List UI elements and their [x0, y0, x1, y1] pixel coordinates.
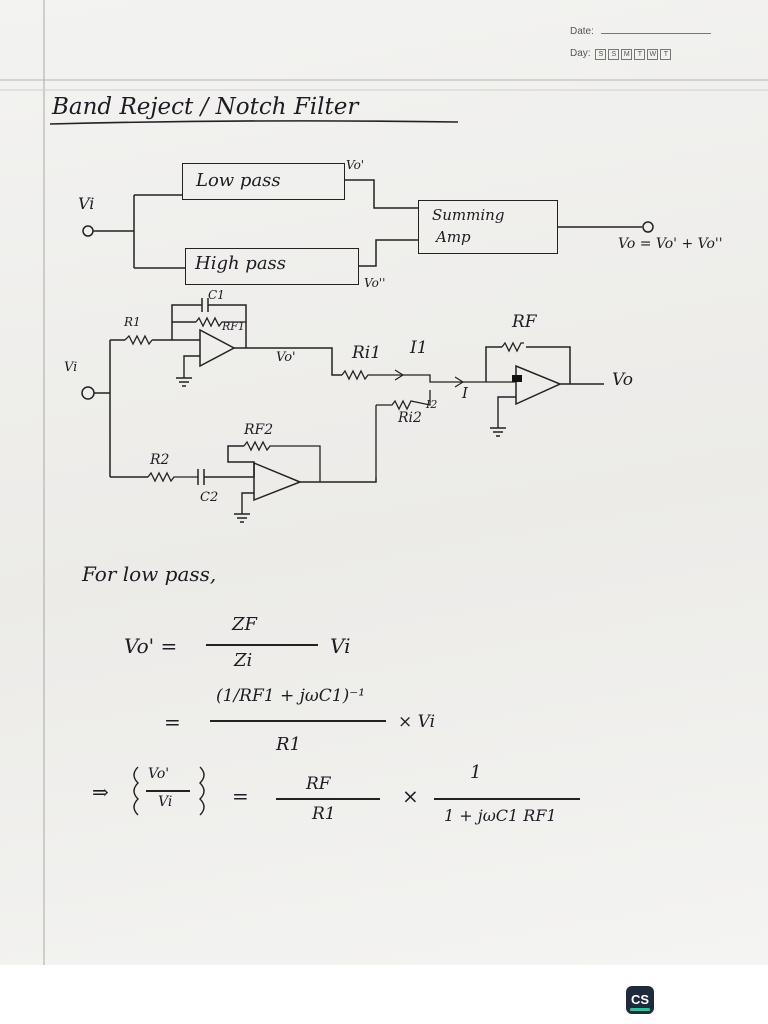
date-label: Date:: [570, 26, 594, 37]
r1-label: R1: [124, 315, 141, 329]
low-pass-label: Low pass: [196, 170, 281, 191]
eq2-tail: × Vi: [398, 712, 436, 732]
circuit-input-label: Vi: [64, 360, 78, 375]
eq2-denominator: R1: [276, 734, 302, 755]
page-title: Band Reject / Notch Filter: [52, 94, 359, 120]
day-box: T: [634, 49, 646, 60]
high-pass-label: High pass: [195, 253, 287, 274]
low-pass-output-label: Vo': [346, 158, 365, 172]
rf2-label: RF2: [244, 422, 274, 438]
i2-label: I2: [426, 398, 438, 411]
ri2-label: Ri2: [398, 410, 422, 426]
vo-output-label: Vo: [612, 370, 633, 390]
eq3-lhs-numerator: Vo': [148, 766, 170, 782]
day-box: W: [647, 49, 659, 60]
eq1-lhs: Vo' =: [124, 634, 178, 658]
page-rules: [0, 0, 768, 965]
eq2-numerator: (1/RF1 + jωC1)⁻¹: [216, 686, 366, 706]
date-field: Date:: [570, 26, 711, 37]
high-pass-block: [185, 248, 359, 285]
eq3-numerator-1: RF: [306, 774, 331, 794]
current-i-label: I: [462, 384, 468, 402]
day-box: T: [660, 49, 672, 60]
eq1-denominator: Zi: [234, 650, 253, 671]
eq3-denominator-2: 1 + jωC1 RF1: [444, 806, 557, 825]
c1-label: C1: [208, 288, 225, 302]
c2-label: C2: [200, 490, 219, 505]
derivation-heading: For low pass,: [82, 562, 217, 586]
date-blank-line: [600, 33, 711, 34]
low-pass-block: [182, 163, 345, 200]
day-label: Day:: [570, 48, 591, 59]
i1-label: I1: [410, 338, 428, 358]
eq2-fraction-bar: [210, 720, 386, 722]
eq2-equals: =: [164, 710, 181, 734]
eq3-lhs-fraction-bar: [146, 790, 190, 792]
eq1-tail: Vi: [330, 634, 351, 658]
camscanner-logo: CS: [626, 986, 654, 1014]
r2-label: R2: [150, 452, 170, 468]
day-box: S: [595, 49, 607, 60]
block-output-equation: Vo = Vo' + Vo'': [618, 236, 723, 252]
eq1-fraction-bar: [206, 644, 318, 646]
eq3-fraction-bar-2: [434, 798, 580, 800]
eq3-numerator-2: 1: [470, 762, 482, 783]
eq3-arrow: ⇒: [92, 780, 109, 804]
day-box: M: [621, 49, 633, 60]
vo-prime-label: Vo': [276, 350, 296, 365]
summing-label-line2: Amp: [436, 228, 471, 246]
ri1-label: Ri1: [352, 343, 382, 363]
summing-amp-block: [418, 200, 558, 254]
eq3-times: ×: [402, 784, 419, 808]
rf1-label: RF1: [222, 320, 245, 333]
summing-label-line1: Summing: [432, 206, 505, 224]
block-input-label: Vi: [78, 194, 95, 213]
day-box: S: [608, 49, 620, 60]
rf-label: RF: [512, 312, 537, 332]
eq3-fraction-bar-1: [276, 798, 380, 800]
eq3-lhs-denominator: Vi: [158, 794, 173, 810]
eq3-equals: =: [232, 784, 249, 808]
eq3-denominator-1: R1: [312, 804, 336, 824]
eq1-numerator: ZF: [232, 614, 257, 635]
high-pass-output-label: Vo'': [364, 276, 386, 290]
